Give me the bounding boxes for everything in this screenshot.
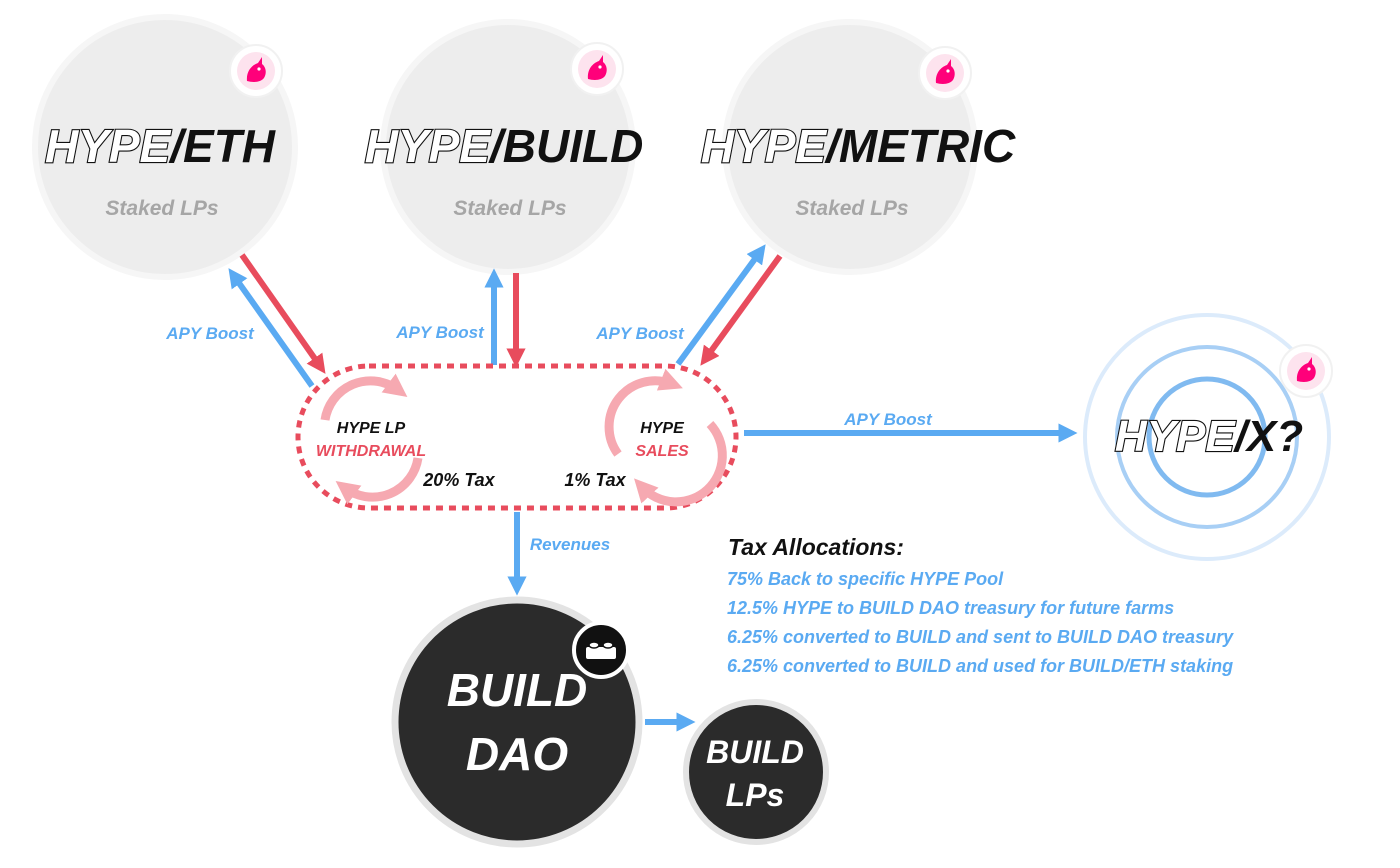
pool-hype-build: HYPE/BUILD Staked LPs: [364, 19, 644, 275]
tax-box: HYPE LP WITHDRAWAL 20% Tax HYPE SALES 1%…: [295, 363, 739, 511]
arrows: [228, 244, 1078, 732]
uniswap-unicorn-icon: [570, 42, 624, 96]
uniswap-unicorn-icon: [918, 46, 972, 100]
pool-title: HYPE/METRIC: [701, 120, 1016, 172]
revenues-label: Revenues: [530, 535, 610, 554]
build-lps-line1: BUILD: [706, 734, 804, 770]
pool-hype-metric: HYPE/METRIC Staked LPs: [700, 19, 1016, 275]
pool-hype-eth: HYPE/ETH Staked LPs: [32, 14, 298, 280]
withdrawal-tax: 20% Tax: [422, 470, 495, 490]
allocation-item: 12.5% HYPE to BUILD DAO treasury for fut…: [727, 598, 1174, 618]
apy-boost-arrow: [228, 268, 315, 388]
uniswap-unicorn-icon: [1279, 344, 1333, 398]
staked-lps-label: Staked LPs: [453, 197, 566, 220]
cycle-icon: [604, 368, 727, 507]
build-lps-node: BUILD LPs: [683, 699, 829, 845]
build-dao-line2: DAO: [466, 728, 568, 780]
tax-allocations: Tax Allocations: 75% Back to specific HY…: [727, 534, 1234, 676]
pool-title: HYPE/X?: [1115, 412, 1303, 461]
pool-title: HYPE/ETH: [45, 120, 276, 172]
pool-title: HYPE/BUILD: [365, 120, 644, 172]
allocation-item: 6.25% converted to BUILD and sent to BUI…: [727, 627, 1234, 647]
apy-boost-label: APY Boost: [395, 323, 485, 342]
allocation-item: 6.25% converted to BUILD and used for BU…: [727, 656, 1233, 676]
lego-brick-icon: [572, 621, 630, 679]
staked-lps-label: Staked LPs: [105, 197, 218, 220]
uniswap-unicorn-icon: [229, 44, 283, 98]
apy-boost-arrow: [675, 244, 766, 366]
build-dao-line1: BUILD: [447, 664, 588, 716]
pool-hype-x: HYPE/X?: [1083, 313, 1333, 561]
allocation-item: 75% Back to specific HYPE Pool: [727, 569, 1004, 589]
staked-lps-label: Staked LPs: [795, 197, 908, 220]
sales-subtitle: SALES: [635, 443, 689, 460]
tax-allocations-title: Tax Allocations:: [728, 534, 904, 560]
build-lps-line2: LPs: [726, 777, 785, 813]
sales-title: HYPE: [640, 420, 685, 437]
apy-boost-label: APY Boost: [165, 324, 255, 343]
cycle-icon: [320, 373, 423, 505]
tax-flow-arrow: [239, 253, 326, 374]
withdrawal-subtitle: WITHDRAWAL: [316, 443, 426, 460]
withdrawal-title: HYPE LP: [337, 420, 406, 437]
apy-boost-label: APY Boost: [843, 410, 933, 429]
build-dao-node: BUILD DAO: [391, 596, 643, 848]
tax-flow-arrow: [700, 254, 783, 366]
sales-tax: 1% Tax: [564, 470, 626, 490]
apy-boost-label: APY Boost: [595, 324, 685, 343]
